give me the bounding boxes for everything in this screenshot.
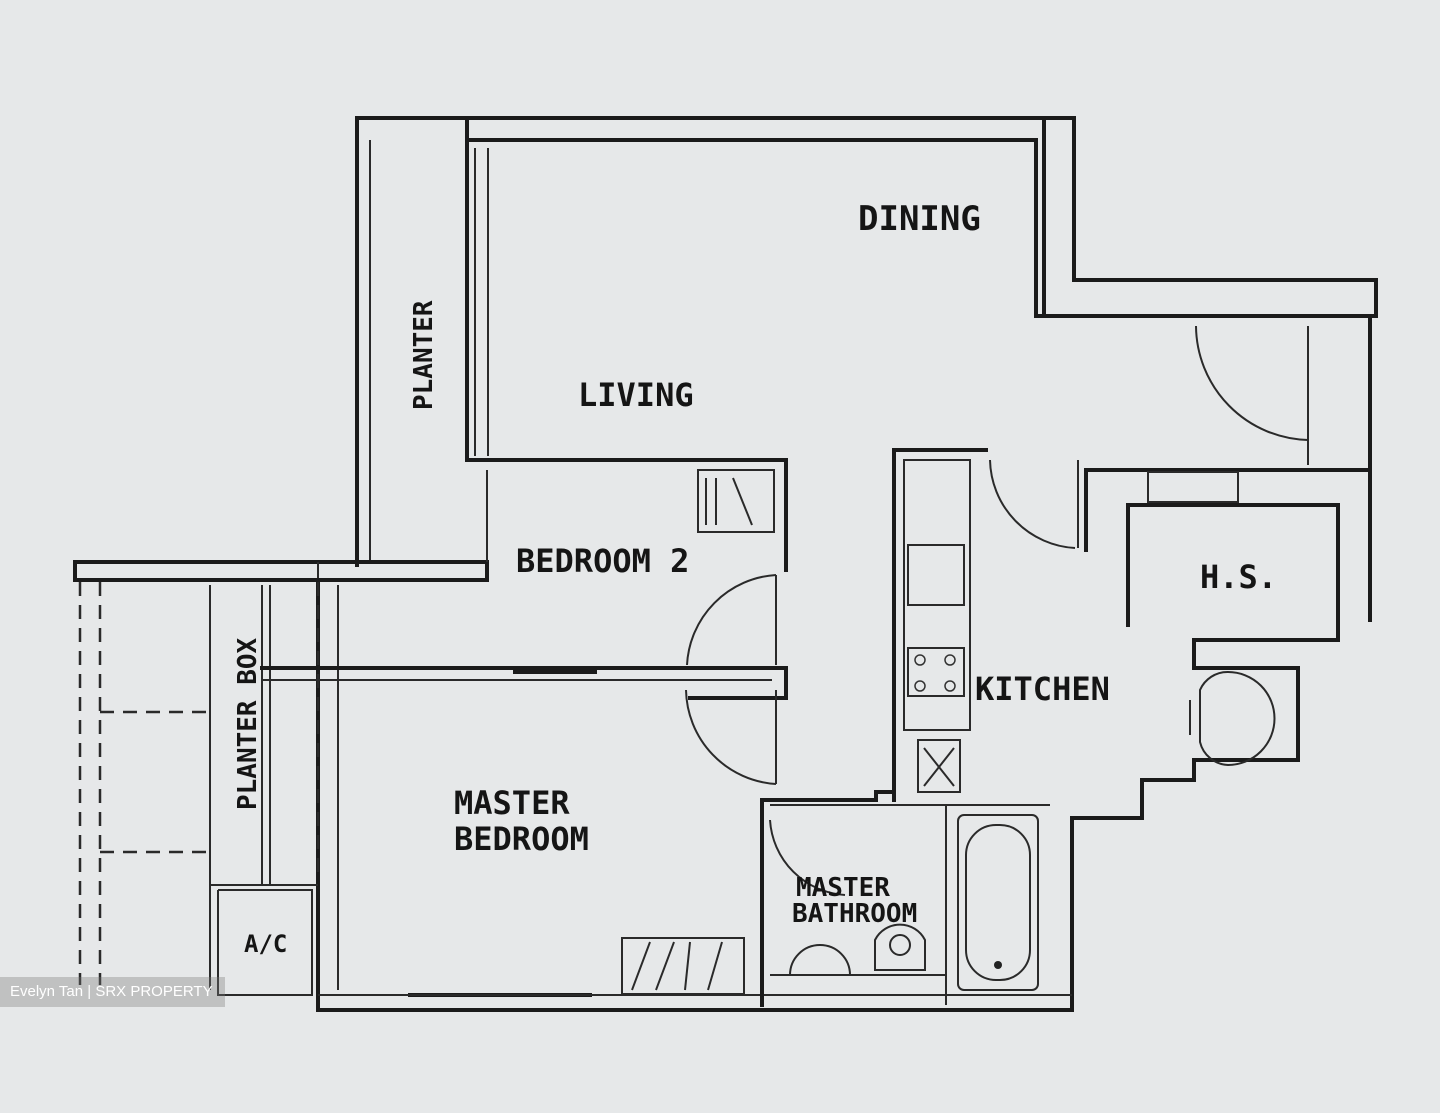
label-master-bedroom-2: BEDROOM bbox=[454, 820, 589, 858]
kitchen-fixtures bbox=[892, 325, 1372, 802]
label-living: LIVING bbox=[578, 376, 694, 414]
label-dining: DINING bbox=[858, 199, 981, 239]
watermark: Evelyn Tan | SRX PROPERTY bbox=[0, 977, 225, 1007]
label-master-bathroom-1: MASTER bbox=[796, 873, 890, 903]
label-ac: A/C bbox=[244, 930, 287, 958]
label-master-bathroom-2: BATHROOM bbox=[792, 899, 917, 929]
balcony-outline bbox=[78, 582, 320, 996]
label-bedroom2: BEDROOM 2 bbox=[516, 542, 689, 580]
label-planter-box: PLANTER BOX bbox=[233, 637, 263, 810]
label-planter: PLANTER bbox=[409, 300, 439, 410]
label-master-bedroom-1: MASTER bbox=[454, 784, 570, 822]
bedroom2-walls bbox=[260, 458, 788, 785]
label-kitchen: KITCHEN bbox=[975, 670, 1110, 708]
master-bathroom-fixtures bbox=[621, 790, 1050, 1007]
label-hs: H.S. bbox=[1200, 558, 1277, 596]
